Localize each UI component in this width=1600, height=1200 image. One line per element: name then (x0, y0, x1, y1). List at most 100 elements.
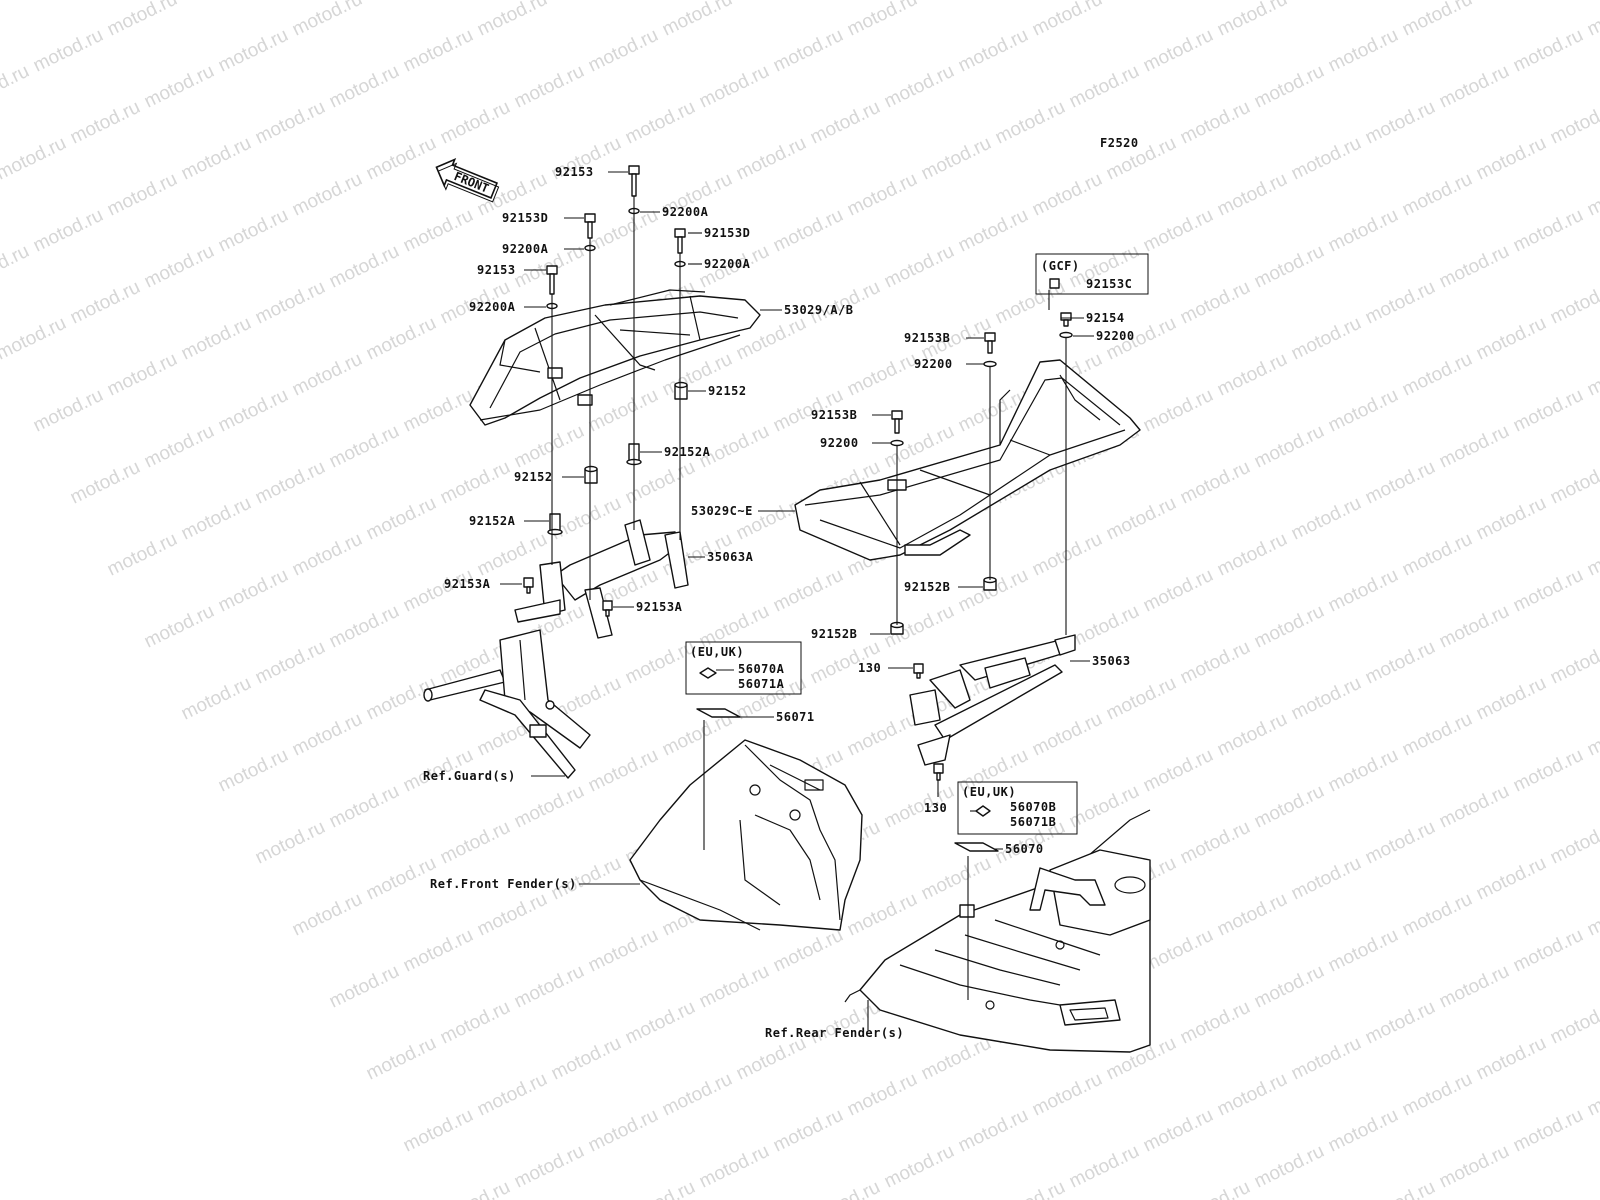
watermark-text: motod.ru (1436, 61, 1513, 113)
watermark-text: motod.ru (104, 169, 181, 221)
watermark-text: motod.ru (1288, 133, 1365, 185)
watermark-text: motod.ru (955, 205, 1032, 257)
watermark-text: motod.ru (0, 0, 70, 4)
watermark-text: motod.ru (659, 1069, 736, 1121)
watermark-text: motod.ru (400, 925, 477, 977)
watermark-text: motod.ru (1066, 61, 1143, 113)
watermark-text: motod.ru (918, 853, 995, 905)
watermark-text: motod.ru (400, 385, 477, 437)
label-92152a-right: 92152A (664, 445, 711, 459)
watermark-text: motod.ru (1399, 1069, 1476, 1121)
watermark-text: motod.ru (178, 133, 255, 185)
guard-reference-part (423, 629, 591, 779)
watermark-text: motod.ru (1251, 601, 1328, 653)
eu-uk-title-rear: (EU,UK) (962, 785, 1016, 799)
watermark-text: motod.ru (141, 61, 218, 113)
watermark-text: motod.ru (437, 1177, 514, 1200)
label-92153-top: 92153 (555, 165, 594, 179)
watermark-text: motod.ru (30, 205, 107, 257)
label-92153a-right: 92153A (636, 600, 683, 614)
watermark-text: motod.ru (1288, 313, 1365, 365)
watermark-text: motod.ru (215, 565, 292, 617)
watermark-text: motod.ru (474, 0, 551, 40)
front-carrier-rack (469, 289, 761, 426)
watermark-text: motod.ru (733, 1033, 810, 1085)
watermark-text: motod.ru (622, 997, 699, 1049)
watermark-text: motod.ru (1436, 1141, 1513, 1193)
label-56070a: 56070A (738, 662, 785, 676)
watermark-text: motod.ru (1251, 961, 1328, 1013)
label-56071: 56071 (776, 710, 815, 724)
watermark-text: motod.ru (770, 925, 847, 977)
watermark-text: motod.ru (215, 25, 292, 77)
watermark-text: motod.ru (1436, 961, 1513, 1013)
label-56071b: 56071B (1010, 815, 1056, 829)
watermark-text: motod.ru (844, 1069, 921, 1121)
label-92153b-2: 92153B (811, 408, 857, 422)
watermark-text: motod.ru (1214, 709, 1291, 761)
watermark-text: motod.ru (363, 853, 440, 905)
watermark-text: motod.ru (289, 709, 366, 761)
watermark-text: motod.ru (1399, 529, 1476, 581)
eu-uk-option-box-front (685, 641, 802, 695)
watermark-text: motod.ru (1362, 1177, 1439, 1200)
watermark-text: motod.ru (1362, 277, 1439, 329)
watermark-text: motod.ru (992, 1177, 1069, 1200)
watermark-text: motod.ru (1214, 1069, 1291, 1121)
watermark-text: motod.ru (622, 637, 699, 689)
watermark-text: motod.ru (252, 637, 329, 689)
watermark-text: motod.ru (1547, 277, 1600, 329)
watermark-text: motod.ru (1584, 1069, 1600, 1121)
watermark-text: motod.ru (326, 961, 403, 1013)
watermark-text: motod.ru (1029, 529, 1106, 581)
watermark-text: motod.ru (326, 781, 403, 833)
label-35063a: 35063A (707, 550, 754, 564)
label-92153c: 92153C (1086, 277, 1132, 291)
watermark-text: motod.ru (1214, 529, 1291, 581)
watermark-text: motod.ru (1473, 673, 1550, 725)
watermark-text: motod.ru (1510, 925, 1587, 977)
watermark-text: motod.ru (511, 421, 588, 473)
watermark-text: motod.ru (844, 169, 921, 221)
watermark-text: motod.ru (178, 0, 255, 4)
figure-code: F2520 (1100, 136, 1139, 150)
watermark-text: motod.ru (585, 745, 662, 797)
watermark-text: motod.ru (1103, 673, 1180, 725)
watermark-text: motod.ru (807, 97, 884, 149)
watermark-text: motod.ru (363, 0, 440, 4)
watermark-text: motod.ru (548, 0, 625, 4)
watermark-text: motod.ru (1177, 1177, 1254, 1200)
watermark-text: motod.ru (1473, 493, 1550, 545)
watermark-text: motod.ru (1177, 997, 1254, 1049)
watermark-text: motod.ru (1584, 709, 1600, 761)
watermark-text: motod.ru (1473, 0, 1550, 4)
rear-rack-bracket (909, 634, 1076, 766)
watermark-text: motod.ru (437, 97, 514, 149)
watermark-text: motod.ru (1251, 61, 1328, 113)
gcf-option-box (1035, 253, 1149, 295)
rear-fender-reference-part (844, 809, 1151, 1053)
watermark-text: motod.ru (733, 0, 810, 4)
watermark-text: motod.ru (1029, 0, 1106, 40)
watermark-text: motod.ru (1362, 97, 1439, 149)
watermark-text: motod.ru (1399, 349, 1476, 401)
watermark-text: motod.ru (289, 0, 366, 40)
watermark-text: motod.ru (881, 1141, 958, 1193)
watermark-text: motod.ru (1547, 97, 1600, 149)
watermark-text: motod.ru (1325, 565, 1402, 617)
watermark-text: motod.ru (696, 961, 773, 1013)
watermark-text: motod.ru (252, 97, 329, 149)
watermark-text: motod.ru (1177, 277, 1254, 329)
watermark-text: motod.ru (1325, 925, 1402, 977)
watermark-text: motod.ru (844, 889, 921, 941)
part-labels: 92153 92200A 92153D 92153D 92200A 92200A… (423, 165, 1134, 1040)
watermark-text: motod.ru (363, 1033, 440, 1085)
watermark-text: motod.ru (1584, 349, 1600, 401)
watermark-text: motod.ru (326, 61, 403, 113)
watermark-text: motod.ru (363, 313, 440, 365)
label-92200a-right: 92200A (704, 257, 751, 271)
label-92153a-left: 92153A (444, 577, 491, 591)
watermark-text: motod.ru (252, 457, 329, 509)
watermark-text: motod.ru (1473, 313, 1550, 365)
watermark-text: motod.ru (1029, 709, 1106, 761)
